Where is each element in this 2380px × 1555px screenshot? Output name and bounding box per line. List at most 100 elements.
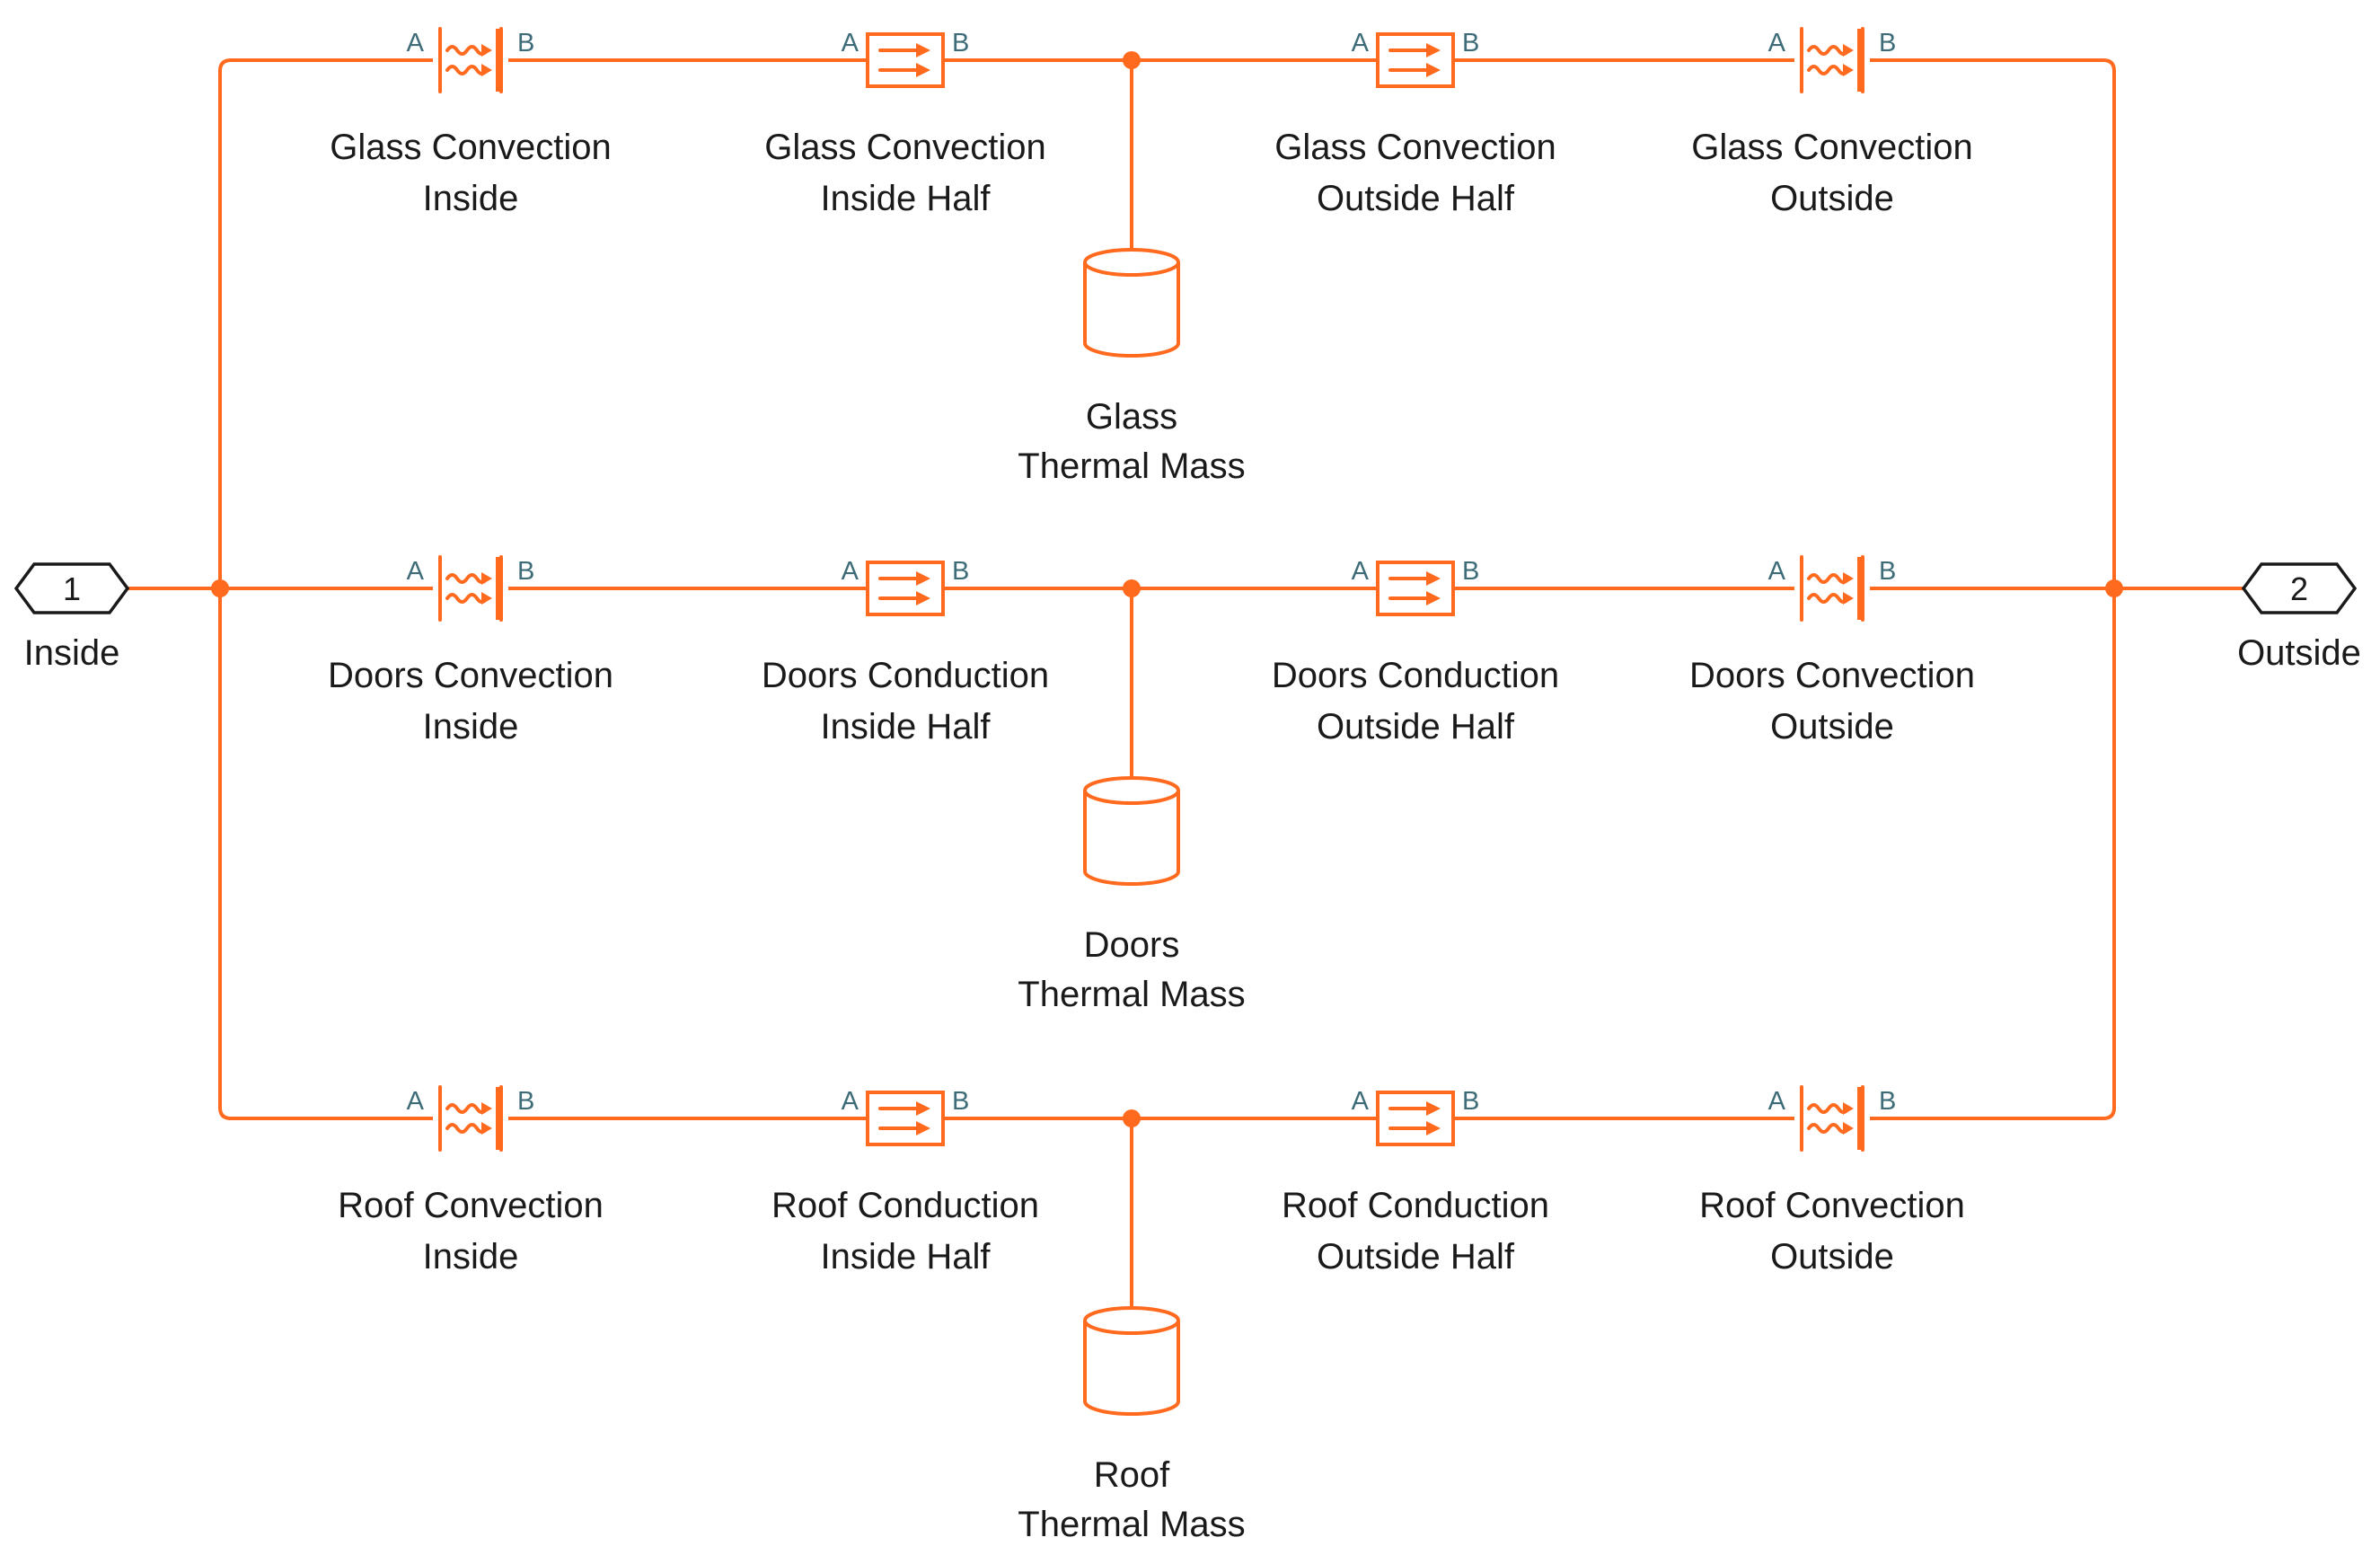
conductive-heat-transfer-icon xyxy=(866,561,945,616)
outport-number: 2 xyxy=(2290,570,2308,607)
plate-right-fill xyxy=(1857,29,1863,92)
port-letter-a: A xyxy=(407,29,425,57)
block-label-line1: Doors Conduction xyxy=(1272,656,1559,695)
outport-outside[interactable]: 2 Outside xyxy=(2237,562,2361,673)
wavy-arrow-shaft xyxy=(1807,45,1850,56)
arrow-head xyxy=(916,63,930,77)
arrow-head xyxy=(916,591,930,605)
plate-right-fill xyxy=(1857,557,1863,620)
cylinder-body xyxy=(1083,262,1180,358)
wavy-arrow-shaft xyxy=(445,65,489,75)
conductive-heat-transfer-icon xyxy=(866,32,945,88)
arrow-head xyxy=(916,43,930,57)
outport-2-icon[interactable] xyxy=(2241,562,2358,614)
port-letter-b: B xyxy=(1879,1087,1896,1116)
wavy-arrow-shaft xyxy=(1807,1123,1850,1134)
port-letter-a: A xyxy=(1768,1087,1786,1116)
port-letter-b: B xyxy=(1879,29,1896,57)
wavy-arrow-shaft xyxy=(1807,1103,1850,1114)
port-letter-b: B xyxy=(517,1087,534,1116)
convective-heat-transfer-icon xyxy=(438,555,503,622)
convective-heat-transfer-icon xyxy=(438,27,503,93)
port-letter-b: B xyxy=(517,29,534,57)
block-frame xyxy=(1376,1091,1455,1146)
thermal-mass-label-line2: Thermal Mass xyxy=(1018,975,1245,1014)
convective-heat-transfer-icon xyxy=(438,1085,503,1152)
conductive-heat-transfer-icon xyxy=(1376,1091,1455,1146)
port-letter-b: B xyxy=(1462,29,1479,57)
outport-label: Outside xyxy=(2237,633,2361,673)
wavy-arrow-shaft xyxy=(445,573,489,584)
wavy-arrow-shaft xyxy=(1807,65,1850,75)
wavy-arrow-shaft xyxy=(445,45,489,56)
wire-roof xyxy=(218,587,2116,1120)
arrow-head xyxy=(1843,1122,1854,1135)
port-letter-a: A xyxy=(1352,1087,1370,1116)
inport-1-icon[interactable] xyxy=(13,562,130,614)
arrow-head xyxy=(481,44,492,57)
port-letter-a: A xyxy=(1352,29,1370,57)
block-label-line1: Doors Conduction xyxy=(762,656,1049,695)
block-frame xyxy=(1376,32,1455,88)
block-label-line2: Outside Half xyxy=(1317,1237,1515,1277)
block-label-line1: Glass Convection xyxy=(1274,128,1556,167)
port-letter-a: A xyxy=(842,29,859,57)
plate-right-fill xyxy=(496,29,501,92)
conductive-heat-transfer-icon xyxy=(1376,32,1455,88)
arrow-head xyxy=(916,571,930,586)
convective-heat-transfer-icon xyxy=(1800,555,1864,622)
thermal-mass-label-line1: Glass xyxy=(1086,397,1177,437)
wavy-arrow-shaft xyxy=(445,1103,489,1114)
arrow-head xyxy=(1843,64,1854,76)
block-label-line2: Outside xyxy=(1770,707,1894,747)
port-letter-b: B xyxy=(1462,557,1479,586)
convective-heat-transfer-icon xyxy=(1800,1085,1864,1152)
arrow-head xyxy=(1426,1101,1441,1116)
block-label-line1: Roof Convection xyxy=(1699,1186,1965,1225)
arrow-head xyxy=(1426,591,1441,605)
wavy-arrow-shaft xyxy=(445,1123,489,1134)
port-letter-a: A xyxy=(407,1087,425,1116)
block-label-line2: Inside xyxy=(423,707,519,747)
inport-inside[interactable]: 1 Inside xyxy=(13,562,130,673)
thermal-mass-label-line1: Doors xyxy=(1084,925,1180,965)
thermal-mass-label-line2: Thermal Mass xyxy=(1018,446,1245,486)
arrow-head xyxy=(1426,571,1441,586)
plate-right-fill xyxy=(1857,1087,1863,1150)
arrow-head xyxy=(481,1102,492,1115)
wire-glass xyxy=(218,58,2116,590)
thermal-mass-icon xyxy=(1083,776,1180,886)
block-label-line2: Inside Half xyxy=(821,1237,992,1277)
convective-heat-transfer-icon xyxy=(1800,27,1864,93)
port-letter-a: A xyxy=(1768,557,1786,586)
block-label-line2: Inside xyxy=(423,1237,519,1277)
wavy-arrow-shaft xyxy=(1807,573,1850,584)
inport-number: 1 xyxy=(63,570,81,607)
port-letter-a: A xyxy=(1768,29,1786,57)
block-frame xyxy=(866,32,945,88)
arrow-head xyxy=(481,572,492,585)
block-label-line1: Glass Convection xyxy=(330,128,611,167)
block-label-line1: Glass Convection xyxy=(1691,128,1972,167)
port-letter-a: A xyxy=(842,1087,859,1116)
arrow-head xyxy=(1426,43,1441,57)
arrow-head xyxy=(1426,1121,1441,1135)
port-letter-a: A xyxy=(1352,557,1370,586)
